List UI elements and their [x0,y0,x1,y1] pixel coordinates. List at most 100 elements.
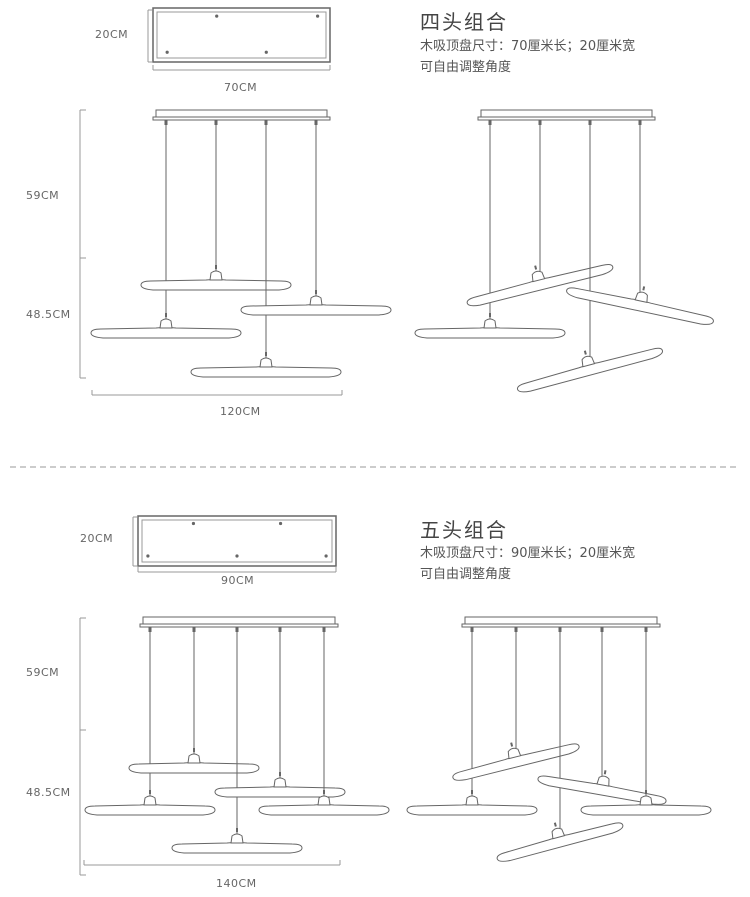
mounting-screw [278,521,283,526]
lamp-shade [84,804,216,816]
mounting-screw [324,554,328,558]
total-width-label: 120CM [220,405,261,418]
ceiling-plate-top-view [152,7,331,63]
lamp-shade [537,775,667,805]
section-title-four-heads: 四头组合 [420,10,508,34]
plate-length-label: 70CM [224,81,258,94]
pendant-lamp [496,822,624,862]
pendant-lamp [190,352,342,378]
lamp-shade [258,804,390,816]
lamp-socket [143,795,157,806]
pendant-lamp [128,748,260,774]
canopy-body [155,109,328,118]
lamp-shade [90,327,242,339]
lamp-shade [214,786,346,798]
socket-cap [553,822,557,827]
canopy-side-view [139,616,339,628]
plate-height-label: 20CM [95,28,129,41]
pendant-lamp [140,265,292,291]
canopy-side-view [461,616,661,628]
pendant-lamp [171,828,303,854]
lamp-socket [465,795,479,806]
lamp-socket [230,833,244,844]
lamp-socket [159,318,173,329]
lamp-shade [190,366,342,378]
adjustable-desc: 可自由调整角度 [420,567,512,582]
lamp-shade [406,804,538,816]
lamp-socket [309,295,323,306]
canopy-base [139,623,339,628]
pendant-lamp [406,790,538,816]
pendant-lamp [84,790,216,816]
ceiling-plate-top-view [137,515,337,567]
pendant-lamp [258,790,390,816]
lamp-socket [581,355,596,368]
lamp-socket [483,318,497,329]
drop-lower-label: 48.5CM [26,786,71,799]
canopy-base [461,623,661,628]
lamp-socket [596,775,610,787]
lamp-socket [273,777,287,788]
lamp-socket [187,753,201,764]
lamp-shade [240,304,392,316]
plate-length-label: 90CM [221,574,255,587]
total-width-label: 140CM [216,877,257,890]
lamp-socket [507,747,522,760]
lamp-shade [466,263,614,307]
mounting-screw [316,14,320,18]
pendant-lamp [537,770,667,805]
canopy-body [480,109,653,118]
canopy-side-view [152,109,331,121]
plate-inner [141,519,333,563]
plate-height-label: 20CM [80,532,114,545]
lamp-shade [566,287,714,325]
lamp-shade [516,347,664,393]
pendant-lamp [214,772,346,798]
canopy-body [142,616,336,625]
pendant-lamp [414,313,566,339]
canopy-base [152,116,331,121]
pendant-lamp [580,790,712,816]
pendant-lamp [466,263,614,307]
lamp-socket [317,795,331,806]
mounting-screw [235,554,239,558]
socket-cap [642,286,646,291]
pendant-lamp [566,286,714,325]
mounting-screw [264,50,268,54]
socket-cap [583,350,587,355]
canopy-base [477,116,656,121]
lamp-socket [259,357,273,368]
mounting-screw [165,50,169,54]
pendant-lamp [452,742,580,781]
lamp-shade [171,842,303,854]
plate-outline [137,515,337,567]
lamp-shade [452,743,580,781]
lamp-socket [639,795,653,806]
socket-cap [510,742,514,747]
pendant-lamp [516,347,664,393]
pendant-lamp [240,290,392,316]
canopy-side-view [477,109,656,121]
lamp-socket [531,270,546,283]
lamp-socket [209,270,223,281]
lamp-shade [414,327,566,339]
mounting-screw [191,521,196,526]
lamp-socket [551,827,566,840]
section-title-five-heads: 五头组合 [420,518,508,542]
lamp-shade [496,822,624,862]
lamp-shade [140,279,292,291]
plate-size-desc: 木吸顶盘尺寸：70厘米长；20厘米宽 [420,39,636,54]
mounting-screw [215,14,219,18]
canopy-body [464,616,658,625]
socket-cap [603,770,607,775]
lamp-shade [128,762,260,774]
adjustable-desc: 可自由调整角度 [420,60,512,75]
plate-inner [156,11,327,59]
plate-size-desc: 木吸顶盘尺寸：90厘米长；20厘米宽 [420,546,636,561]
drop-upper-label: 59CM [26,666,60,679]
drop-upper-label: 59CM [26,189,60,202]
lamp-shade [580,804,712,816]
plate-outline [152,7,331,63]
